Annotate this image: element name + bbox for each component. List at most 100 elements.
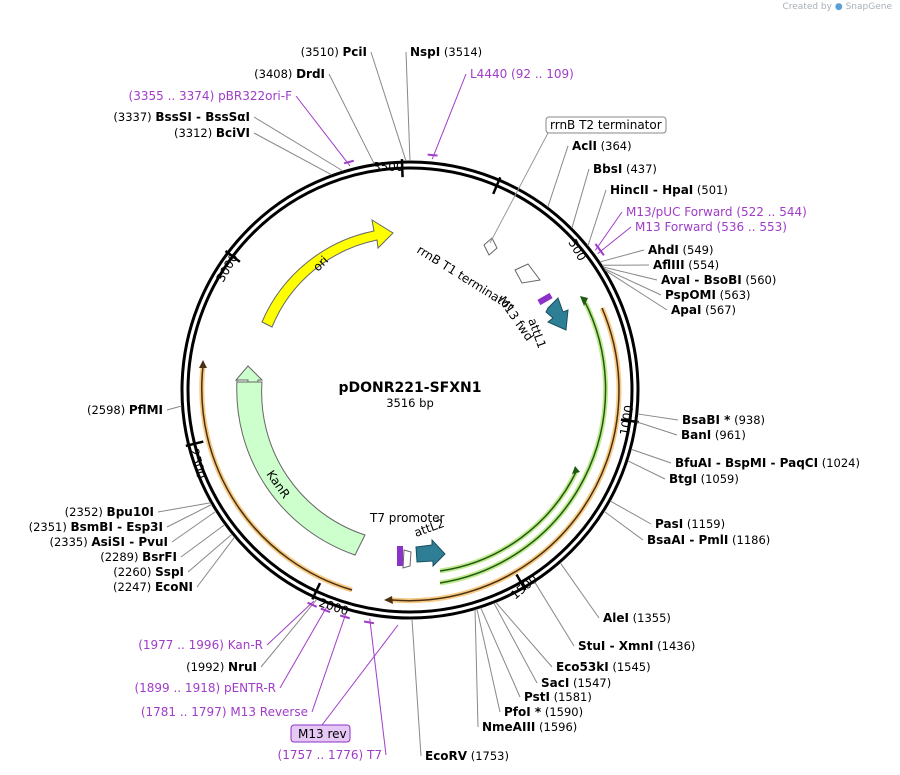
enzyme-site-label[interactable]: (3312) BciVI (174, 126, 250, 140)
enzyme-leader (166, 405, 182, 411)
primer-binding-mark (339, 614, 351, 620)
enzyme-name: StuI - XmnI (578, 639, 654, 653)
primer-label[interactable]: (1977 .. 1996) Kan-R (138, 638, 263, 652)
enzyme-site-label[interactable]: (2335) AsiSI - PvuI (49, 535, 168, 549)
enzyme-site-label[interactable]: (2260) SspI (113, 565, 184, 579)
enzyme-leader (253, 116, 344, 172)
enzyme-site-label[interactable]: PasI (1159) (655, 517, 725, 531)
enzyme-site-label[interactable]: EcoRV (1753) (425, 749, 509, 763)
enzyme-site-label[interactable]: AhdI (549) (648, 243, 713, 257)
enzyme-site-label[interactable]: (2247) EcoNI (113, 580, 193, 594)
enzyme-site-label[interactable]: HincII - HpaI (501) (610, 183, 728, 197)
enzyme-site-label[interactable]: Eco53kI (1545) (556, 660, 651, 674)
ori-feature[interactable] (261, 218, 394, 328)
enzyme-leader (328, 73, 375, 165)
enzyme-leader (636, 421, 678, 436)
enzyme-site-label[interactable]: PfoI * (1590) (504, 705, 583, 719)
attl1-feature[interactable] (545, 297, 569, 331)
primer-label[interactable]: (3355 .. 3374) pBR322ori-F (129, 89, 293, 103)
enzyme-leader (187, 533, 233, 573)
m13-rev-box[interactable] (290, 724, 351, 743)
enzyme-leader (171, 510, 217, 543)
enzyme-site-label[interactable]: PstI (1581) (524, 690, 592, 704)
enzyme-site-label[interactable]: StuI - XmnI (1436) (578, 639, 695, 653)
primer-binding-mark (343, 159, 355, 165)
rrnb-t2-feature[interactable] (483, 237, 498, 256)
enzyme-name: AsiSI - PvuI (91, 535, 168, 549)
enzyme-site-label[interactable]: (3337) BssSI - BssSαI (113, 110, 250, 124)
primer-label[interactable]: (1781 .. 1797) M13 Reverse (141, 705, 308, 719)
enzyme-name: BsrFI (142, 550, 177, 564)
enzyme-site-label[interactable]: AclI (364) (572, 139, 632, 153)
enzyme-site-label[interactable]: AleI (1355) (603, 611, 671, 625)
enzyme-leader (631, 448, 672, 464)
enzyme-position: (364) (597, 139, 632, 153)
enzyme-position: (567) (701, 303, 736, 317)
m13-fwd-mark (537, 292, 553, 306)
enzyme-site-label[interactable]: BanI (961) (681, 428, 746, 442)
enzyme-leader (571, 168, 590, 229)
enzyme-site-label[interactable]: BbsI (437) (593, 162, 657, 176)
enzyme-name: BfuAI - BspMI - PaqCI (675, 456, 818, 470)
enzyme-name: AflIII (653, 258, 685, 272)
tick-mark (224, 249, 241, 263)
tick-label: 1000 (617, 404, 636, 437)
enzyme-name: AclI (572, 139, 597, 153)
orf-green-inner[interactable] (439, 469, 578, 572)
site-labels: (3510) PciI NspI (3514) (3408) DrdI (3337) … (29, 45, 860, 763)
enzyme-position: (437) (622, 162, 657, 176)
orf-arc-left[interactable] (201, 365, 353, 591)
enzyme-leader (603, 510, 644, 541)
enzyme-site-label[interactable]: (2352) Bpu10I (65, 505, 154, 519)
enzyme-leader (196, 536, 235, 588)
primer-range: (1899 .. 1918) (134, 681, 224, 695)
primer-label[interactable]: M13 Forward (536 .. 553) (635, 220, 787, 234)
enzyme-leader (166, 504, 212, 528)
enzyme-site-label[interactable]: (1992) NruI (186, 660, 257, 674)
enzyme-site-label[interactable]: (2289) BsrFI (100, 550, 177, 564)
enzyme-name: HincII - HpaI (610, 183, 693, 197)
enzyme-position: (3312) (174, 126, 216, 140)
attl2-feature[interactable] (415, 538, 446, 568)
primer-name: M13/pUC Forward (626, 205, 733, 219)
enzyme-name: NruI (228, 660, 257, 674)
enzyme-leader (411, 618, 422, 757)
enzyme-site-label[interactable]: AflIII (554) (653, 258, 719, 272)
enzyme-site-label[interactable]: BsaAI - PmlI (1186) (647, 533, 770, 547)
enzyme-name: BsaAI - PmlI (647, 533, 728, 547)
primer-label[interactable]: (1899 .. 1918) pENTR-R (134, 681, 276, 695)
enzyme-position: (2351) (29, 520, 71, 534)
enzyme-site-label[interactable]: BtgI (1059) (669, 472, 739, 486)
enzyme-site-label[interactable]: (3510) PciI (301, 45, 367, 59)
enzyme-site-label[interactable]: ApaI (567) (671, 303, 736, 317)
rrnb-t1-feature[interactable] (514, 263, 541, 284)
enzyme-leader (405, 51, 411, 162)
enzyme-site-label[interactable]: PspOMI (563) (665, 288, 751, 302)
primer-label[interactable]: M13/pUC Forward (522 .. 544) (626, 205, 807, 219)
enzyme-position: (2352) (65, 505, 107, 519)
enzyme-name: BbsI (593, 162, 622, 176)
primer-binding-mark (363, 620, 375, 625)
primer-label[interactable]: L4440 (92 .. 109) (470, 67, 574, 81)
enzyme-site-label[interactable]: AvaI - BsoBI (560) (661, 273, 776, 287)
primer-label[interactable]: (1757 .. 1776) T7 (278, 748, 382, 762)
enzyme-site-label[interactable]: (3408) DrdI (254, 67, 325, 81)
enzyme-site-label[interactable]: NspI (3514) (410, 45, 482, 59)
t7-promoter-feature[interactable] (402, 549, 412, 569)
enzyme-leader (604, 269, 668, 311)
enzyme-site-label[interactable]: SacI (1547) (541, 676, 611, 690)
enzyme-site-label[interactable]: (2351) BsmBI - Esp3I (29, 520, 163, 534)
enzyme-site-label[interactable]: (2598) PflMI (87, 403, 163, 417)
enzyme-site-label[interactable]: NmeAIII (1596) (482, 720, 577, 734)
snapgene-credit: Created by ● SnapGene (782, 2, 892, 12)
orf-arc-left-head (199, 360, 207, 368)
enzyme-site-label[interactable]: BfuAI - BspMI - PaqCI (1024) (675, 456, 860, 470)
enzyme-site-label[interactable]: BsaBI * (938) (682, 413, 765, 427)
primer-binding-mark (320, 607, 331, 614)
orf-green-outer[interactable] (439, 299, 607, 584)
enzyme-name: SspI (155, 565, 184, 579)
enzyme-position: (563) (716, 288, 751, 302)
enzyme-name: BsaBI * (682, 413, 731, 427)
orf-arc-right[interactable] (391, 307, 620, 602)
rrnb-t2-box[interactable] (545, 116, 667, 134)
